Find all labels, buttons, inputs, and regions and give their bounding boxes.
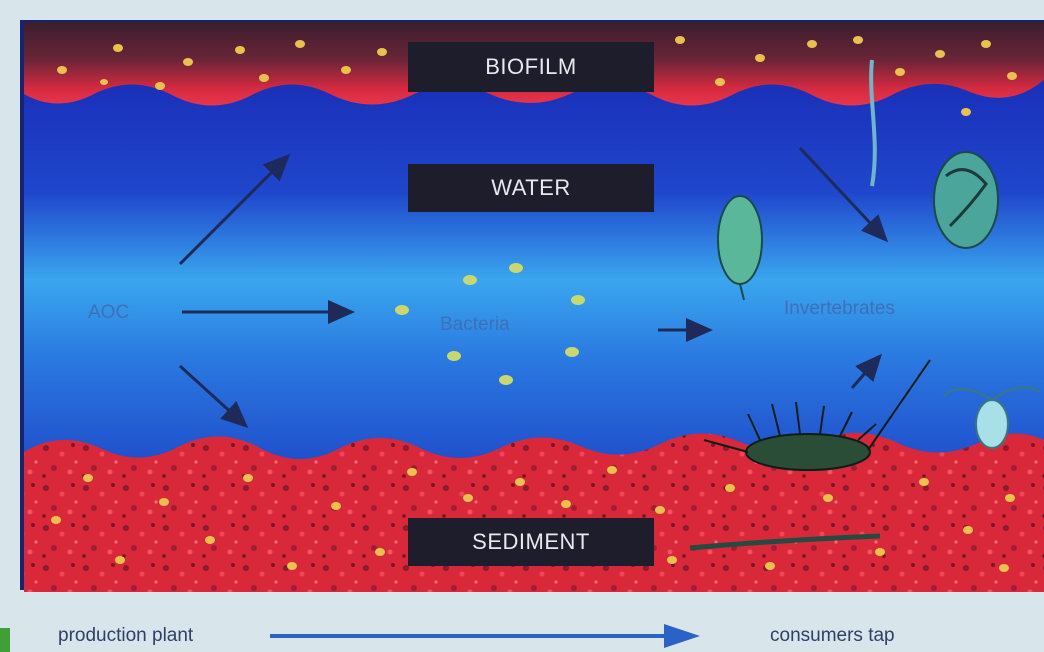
sediment-layer [24,433,1044,592]
production-flow-arrow [270,624,700,648]
water-layer [24,80,1044,480]
biofilm-label: BIOFILM [408,42,654,92]
production-plant-label: production plant [58,625,193,647]
bacteria-label: Bacteria [440,314,510,336]
aoc-label: AOC [88,302,129,324]
consumers-tap-label: consumers tap [770,625,895,647]
invertebrates-label: Invertebrates [784,298,895,320]
sediment-label: SEDIMENT [408,518,654,566]
water-label: WATER [408,164,654,212]
slide-accent-bar [0,628,10,652]
